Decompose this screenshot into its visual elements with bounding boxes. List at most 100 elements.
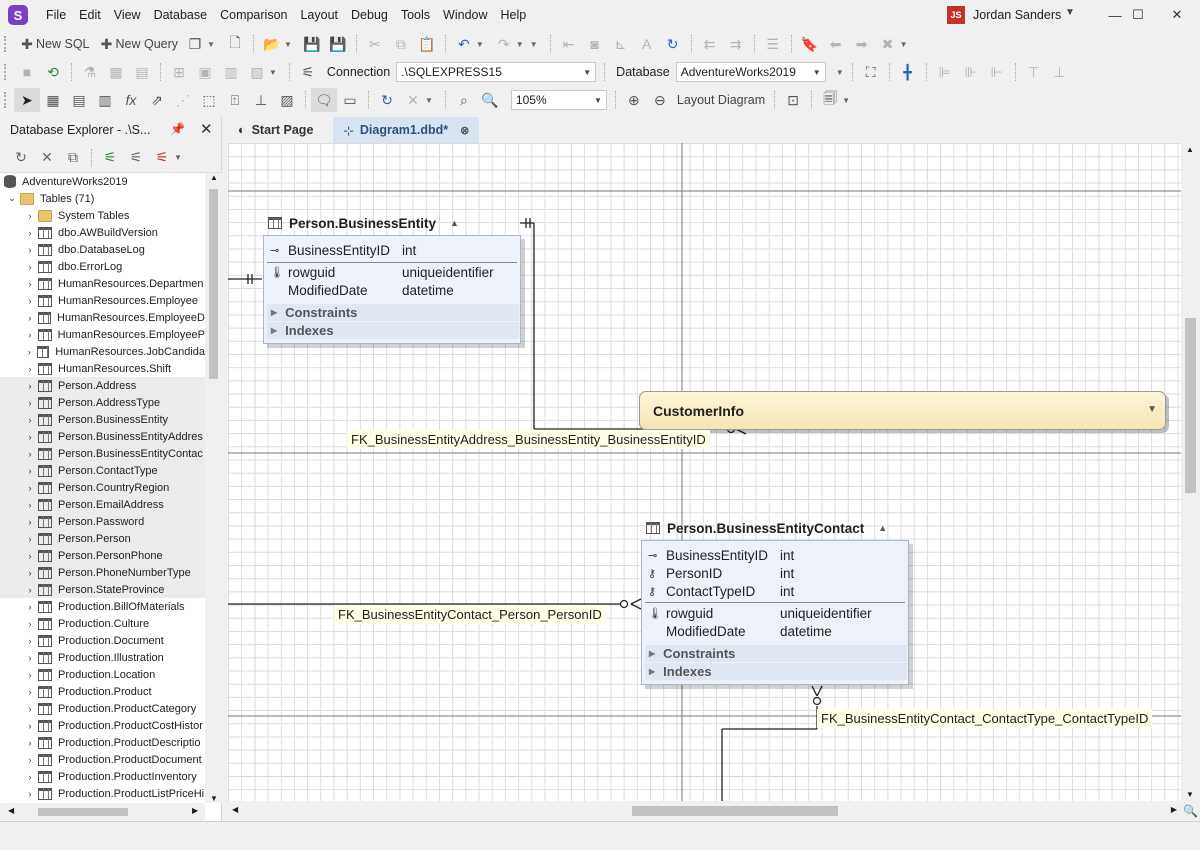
tree-tables-node[interactable]: ⌄Tables (71)	[0, 190, 205, 207]
list-button[interactable]: ☰	[760, 32, 786, 56]
toolbar2-action-7[interactable]: ▧▼	[244, 60, 284, 84]
close-window-button[interactable]: ✕	[1171, 7, 1183, 22]
chevron-right-icon[interactable]: ›	[27, 346, 31, 357]
entity-header[interactable]: Person.BusinessEntityContact ▲	[646, 515, 887, 541]
cancel-refresh-button[interactable]: ✕▼	[400, 88, 440, 112]
menu-comparison[interactable]: Comparison	[220, 8, 288, 22]
chevron-right-icon[interactable]: ›	[28, 516, 32, 527]
tree-table-item[interactable]: ›Production.Illustration	[0, 649, 205, 666]
chevron-right-icon[interactable]: ›	[28, 431, 32, 442]
tree-table-item[interactable]: ›Production.ProductDocument	[0, 751, 205, 768]
new-file-button[interactable]: 🗋	[222, 32, 248, 56]
chevron-right-icon[interactable]: ›	[28, 448, 32, 459]
explorer-refresh-button[interactable]: ↻	[8, 146, 34, 170]
entity-person-businessentity[interactable]: Person.BusinessEntity ▲ ⊸BusinessEntityI…	[263, 216, 521, 344]
chevron-right-icon[interactable]: ›	[28, 278, 32, 289]
scrollbar-thumb[interactable]	[1185, 318, 1196, 493]
stamp-tool-button[interactable]: ⍐	[222, 88, 248, 112]
stop-button[interactable]: ■	[14, 60, 40, 84]
align-center-button[interactable]: ⊪	[958, 60, 984, 84]
container-customerinfo[interactable]: CustomerInfo ▼	[639, 391, 1166, 430]
zoom-fit-button[interactable]: ⌕	[451, 88, 477, 112]
chevron-right-icon[interactable]: ›	[28, 754, 32, 765]
tree-table-item[interactable]: ›dbo.AWBuildVersion	[0, 224, 205, 241]
relation-tool-button[interactable]: ⇗	[144, 88, 170, 112]
layout-diagram-button[interactable]: Layout Diagram	[673, 88, 769, 112]
tree-table-item[interactable]: ›dbo.DatabaseLog	[0, 241, 205, 258]
overview-button[interactable]: ⊡	[780, 88, 806, 112]
new-query-button[interactable]: ✚New Query	[94, 32, 183, 56]
menu-database[interactable]: Database	[153, 8, 208, 22]
chevron-right-icon[interactable]: ›	[28, 788, 32, 799]
chevron-right-icon[interactable]: ›	[28, 669, 32, 680]
tree-table-item[interactable]: ›Production.Product	[0, 683, 205, 700]
tree-system-tables[interactable]: ›System Tables	[0, 207, 205, 224]
menu-view[interactable]: View	[113, 8, 141, 22]
tree-table-item[interactable]: ›HumanResources.Shift	[0, 360, 205, 377]
chevron-right-icon[interactable]: ›	[28, 465, 32, 476]
chevron-right-icon[interactable]: ›	[28, 312, 32, 323]
indent-button[interactable]: ⇉	[723, 32, 749, 56]
save-button[interactable]: 💾	[299, 32, 325, 56]
scrollbar-thumb[interactable]	[38, 808, 128, 816]
chevron-right-icon[interactable]: ›	[28, 380, 32, 391]
add-relation-button[interactable]: ╋	[895, 60, 921, 84]
scrollbar-thumb[interactable]	[632, 806, 838, 816]
user-account[interactable]: JS Jordan Sanders ▼	[947, 6, 1075, 24]
view-tool-button[interactable]: ▤	[66, 88, 92, 112]
constraints-section[interactable]: ▶Constraints	[267, 304, 519, 321]
toolbar1-action-2[interactable]: ◙	[582, 32, 608, 56]
chevron-right-icon[interactable]: ›	[28, 533, 32, 544]
fit-diagram-button[interactable]: ⛶	[858, 60, 884, 84]
tree-database-node[interactable]: AdventureWorks2019	[0, 173, 205, 190]
procedure-tool-button[interactable]: ▥	[92, 88, 118, 112]
menu-edit[interactable]: Edit	[79, 8, 101, 22]
close-icon[interactable]: ✕	[200, 121, 213, 138]
note-tool-button[interactable]: ⊥	[248, 88, 274, 112]
chevron-right-icon[interactable]: ›	[28, 329, 32, 340]
redo-button[interactable]: ↷▼▼	[491, 32, 545, 56]
align-left-button[interactable]: ⊫	[932, 60, 958, 84]
align-middle-button[interactable]: ⊥	[1047, 60, 1073, 84]
tree-table-item[interactable]: ›Person.ContactType	[0, 462, 205, 479]
chevron-right-icon[interactable]: ›	[28, 652, 32, 663]
toolbar1-action-1[interactable]: ⇤	[556, 32, 582, 56]
new-sql-button[interactable]: ✚New SQL	[14, 32, 94, 56]
canvas-vertical-scrollbar[interactable]: ▲ ▼	[1181, 143, 1200, 801]
toolbar1-action-3[interactable]: ⊾	[608, 32, 634, 56]
open-button[interactable]: 📂▼	[263, 35, 292, 52]
chevron-right-icon[interactable]: ›	[28, 482, 32, 493]
explorer-collapse-button[interactable]: ⧉	[60, 146, 86, 170]
entity-header[interactable]: Person.BusinessEntity ▲	[268, 210, 459, 236]
copy-button[interactable]: ⧉	[388, 32, 414, 56]
relation2-tool-button[interactable]: ⋰	[170, 88, 196, 112]
chevron-right-icon[interactable]: ›	[28, 210, 32, 221]
menu-file[interactable]: File	[46, 8, 67, 22]
tree-table-item[interactable]: ›Production.ProductCategory	[0, 700, 205, 717]
explorer-delete-button[interactable]: ✕	[34, 146, 60, 170]
chevron-down-icon[interactable]: ⌄	[8, 193, 16, 203]
tree-table-item[interactable]: ›HumanResources.EmployeeP	[0, 326, 205, 343]
chevron-right-icon[interactable]: ›	[28, 295, 32, 306]
zoom-corner-icon[interactable]: 🔍	[1181, 801, 1200, 821]
tree-table-item[interactable]: ›Person.BusinessEntity	[0, 411, 205, 428]
chevron-right-icon[interactable]: ›	[28, 771, 32, 782]
chevron-right-icon[interactable]: ›	[28, 550, 32, 561]
collapse-arrow-icon[interactable]: ▲	[450, 218, 459, 228]
chevron-right-icon[interactable]: ›	[28, 584, 32, 595]
tree-table-item[interactable]: ›Person.StateProvince	[0, 581, 205, 598]
export-button[interactable]: 🗐▼	[817, 88, 857, 112]
chevron-down-icon[interactable]: ▼	[1147, 404, 1157, 415]
bookmark-clear-button[interactable]: ✖▼	[875, 32, 915, 56]
tree-table-item[interactable]: ›Production.Culture	[0, 615, 205, 632]
new-connection-button[interactable]: ⚟	[97, 146, 123, 170]
tree-table-item[interactable]: ›Production.ProductDescriptio	[0, 734, 205, 751]
toolbar2-action-6[interactable]: ▥	[218, 60, 244, 84]
align-right-button[interactable]: ⊩	[984, 60, 1010, 84]
menu-layout[interactable]: Layout	[300, 8, 339, 22]
diagram-size-button[interactable]: ▭	[337, 88, 363, 112]
menu-window[interactable]: Window	[443, 8, 488, 22]
collapse-arrow-icon[interactable]: ▲	[878, 523, 888, 533]
chevron-right-icon[interactable]: ›	[28, 567, 32, 578]
new-document-button[interactable]: ❐▼	[182, 32, 222, 56]
